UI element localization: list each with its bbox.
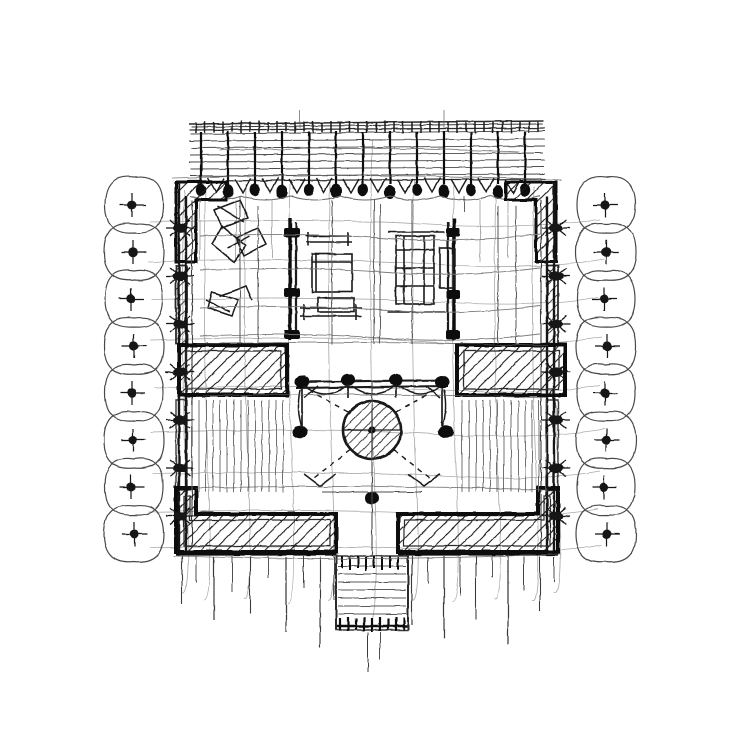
wall-shrub-tufts [166, 219, 570, 525]
paved-hall-west [191, 400, 284, 492]
mass-west-upper [177, 343, 289, 397]
paved-hall-east [461, 400, 547, 492]
pier-northeast [504, 180, 558, 264]
mass-east-upper [455, 343, 567, 397]
quadrant-masonry-masses [174, 343, 567, 556]
pier-northwest [174, 180, 228, 264]
tree-row-east [575, 175, 637, 563]
tree-row-west [103, 175, 165, 563]
mass-east-lower [396, 486, 560, 554]
central-courtyard [292, 373, 454, 556]
paved-hall-floor-stripes [191, 200, 547, 492]
loose-overdraw-lines [171, 110, 563, 559]
ink-drip-trails [181, 196, 555, 672]
tree-plan [104, 175, 164, 234]
south-entrance-vestibule [335, 555, 409, 632]
interior-partition-sketches [199, 199, 541, 344]
